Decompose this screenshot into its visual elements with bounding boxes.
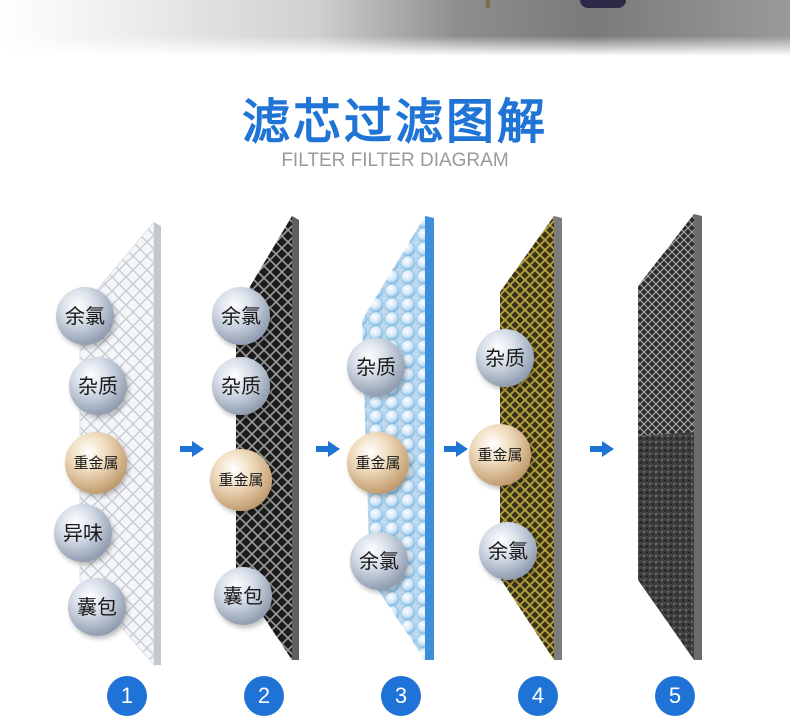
arrow-right-icon	[590, 441, 614, 457]
banner-car	[580, 0, 626, 8]
contaminant-ball: 余氯	[56, 287, 114, 345]
contaminant-ball: 余氯	[212, 287, 270, 345]
contaminant-ball: 杂质	[69, 357, 127, 415]
contaminant-ball: 杂质	[476, 329, 534, 387]
contaminant-ball: 重金属	[210, 449, 272, 511]
contaminant-ball: 杂质	[212, 357, 270, 415]
filter-panel-5	[638, 214, 702, 660]
contaminant-ball: 异味	[54, 504, 112, 562]
arrow-right-icon	[444, 441, 468, 457]
contaminant-ball: 囊包	[214, 567, 272, 625]
step-number-3: 3	[381, 676, 421, 716]
contaminant-ball: 重金属	[347, 432, 409, 494]
step-number-4: 4	[518, 676, 558, 716]
arrow-right-icon	[180, 441, 204, 457]
page-subtitle: FILTER FILTER DIAGRAM	[281, 150, 509, 171]
banner-fade	[0, 36, 790, 56]
step-number-2: 2	[244, 676, 284, 716]
contaminant-ball: 重金属	[469, 424, 531, 486]
contaminant-ball: 重金属	[65, 432, 127, 494]
step-number-1: 1	[107, 676, 147, 716]
page-title: 滤芯过滤图解	[241, 94, 548, 150]
arrow-right-icon	[316, 441, 340, 457]
contaminant-ball: 杂质	[347, 338, 405, 396]
contaminant-ball: 余氯	[350, 532, 408, 590]
step-number-5: 5	[655, 676, 695, 716]
contaminant-ball: 囊包	[68, 578, 126, 636]
contaminant-ball: 余氯	[479, 522, 537, 580]
banner-post	[486, 0, 490, 8]
